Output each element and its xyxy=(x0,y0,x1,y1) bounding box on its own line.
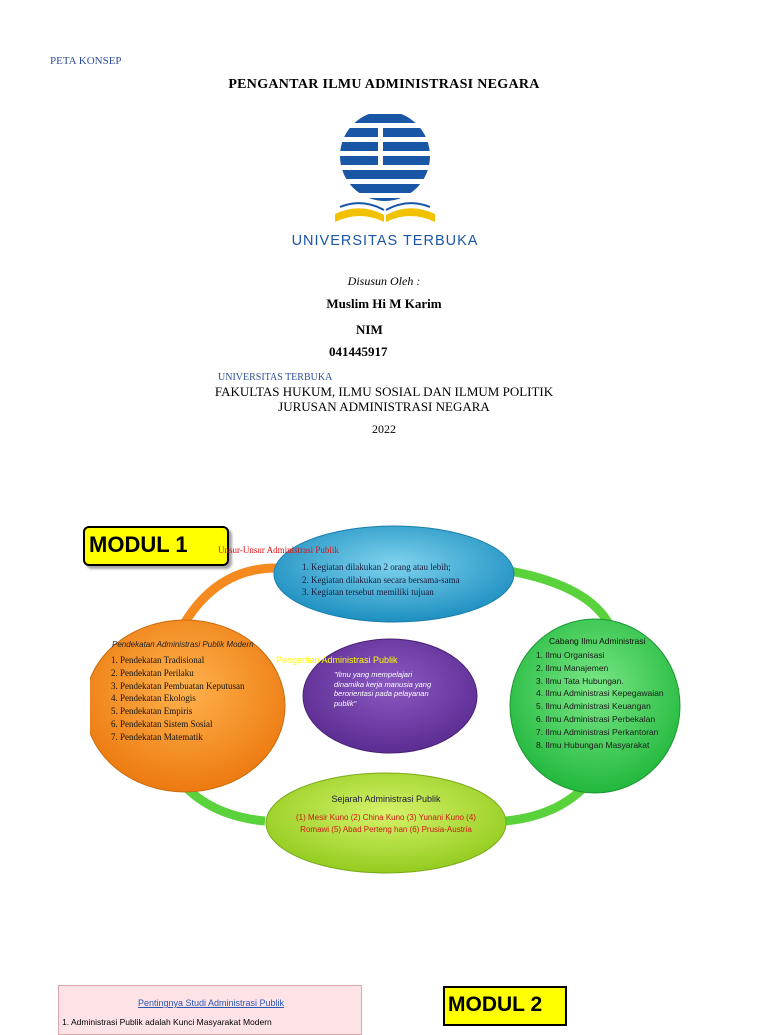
nim-label: NIM xyxy=(356,322,383,337)
list-item: 2. Kegiatan dilakukan secara bersama-sam… xyxy=(302,574,460,585)
year: 2022 xyxy=(372,422,396,436)
peta-konsep-label: PETA KONSEP xyxy=(50,55,122,67)
author-name: Muslim Hi M Karim xyxy=(326,296,442,311)
list-item: 4. Ilmu Administrasi Kepegawaian xyxy=(536,688,664,699)
list-item: 4. Pendekatan Ekologis xyxy=(111,693,196,704)
list-item: 3. Ilmu Tata Hubungan. xyxy=(536,675,624,686)
node-pendekatan xyxy=(90,619,286,793)
modul-2-badge: MODUL 2 xyxy=(443,986,567,1026)
pentingnya-item: 1. Administrasi Publik adalah Kunci Masy… xyxy=(62,1017,272,1027)
cabang-title: Cabang Ilmu Administrasi xyxy=(549,636,646,646)
concept-map-diagram xyxy=(90,525,681,874)
node-sejarah xyxy=(265,772,507,874)
list-item: 6. Pendekatan Sistem Sosial xyxy=(111,718,213,729)
logo-wordmark: UNIVERSITAS TERBUKA xyxy=(292,233,479,249)
faculty-block: FAKULTAS HUKUM, ILMU SOSIAL DAN ILMUM PO… xyxy=(0,384,768,414)
list-item: 7. Ilmu Administrasi Perkantoran xyxy=(536,726,659,737)
list-item: 8. Ilmu Hubungan Masyarakat xyxy=(536,739,650,750)
pengertian-title: Pengertian Administrasi Publik xyxy=(276,655,398,665)
cabang-list: 1. Ilmu Organisasi 2. Ilmu Manajemen 3. … xyxy=(536,649,664,751)
pentingnya-title: Pentingnya Studi Administrasi Publik xyxy=(137,998,285,1008)
list-item: 1. Ilmu Organisasi xyxy=(536,650,605,660)
list-item: 5. Ilmu Administrasi Keuangan xyxy=(536,701,651,712)
logo-emblem-icon: UNIVERSITAS TERBUKA xyxy=(292,114,479,249)
university-small-label: UNIVERSITAS TERBUKA xyxy=(218,372,333,383)
pendekatan-list: 1. Pendekatan Tradisional 2. Pendekatan … xyxy=(111,654,244,744)
node-pengertian xyxy=(302,638,478,754)
pendekatan-title: Pendekatan Administrasi Publik Modern xyxy=(112,640,254,649)
list-item: 1. Kegiatan dilakukan 2 orang atau lebih… xyxy=(302,562,451,572)
list-item: 5. Pendekatan Empiris xyxy=(111,706,193,717)
unsur-title: Unsur-Unsur Administrasi Publik xyxy=(218,545,339,555)
faculty-name: FAKULTAS HUKUM, ILMU SOSIAL DAN ILMUM PO… xyxy=(214,384,554,399)
list-item: 7. Pendekatan Matematik xyxy=(111,731,203,742)
universitas-terbuka-logo: UNIVERSITAS TERBUKA xyxy=(280,114,490,254)
node-unsur xyxy=(273,525,515,623)
unsur-list: 1. Kegiatan dilakukan 2 orang atau lebih… xyxy=(302,561,460,599)
nim-value: 041445917 xyxy=(329,344,388,359)
ring-top-right xyxy=(509,566,615,629)
modul-1-badge: MODUL 1 xyxy=(83,526,229,566)
sejarah-text: (1) Mesir Kuno (2) China Kuno (3) Yunani… xyxy=(296,813,476,834)
pengertian-text: "Ilmu yang mempelajari dinamika kerja ma… xyxy=(334,670,432,708)
department-name: JURUSAN ADMINISTRASI NEGARA xyxy=(278,399,490,414)
list-item: 2. Pendekatan Perilaku xyxy=(111,667,194,678)
list-item: 2. Ilmu Manajemen xyxy=(536,662,609,673)
document-title: PENGANTAR ILMU ADMINISTRASI NEGARA xyxy=(228,77,540,92)
list-item: 3. Kegiatan tersebut memiliki tujuan xyxy=(302,587,434,597)
list-item: 3. Pendekatan Pembuatan Keputusan xyxy=(111,680,245,691)
list-item: 6. Ilmu Administrasi Perbekalan xyxy=(536,713,656,724)
sejarah-title: Sejarah Administrasi Publik xyxy=(331,794,441,804)
disusun-oleh-label: Disusun Oleh : xyxy=(347,274,421,288)
list-item: 1. Pendekatan Tradisional xyxy=(111,655,205,665)
pentingnya-box: Pentingnya Studi Administrasi Publik 1. … xyxy=(58,985,362,1035)
node-cabang xyxy=(509,618,681,794)
